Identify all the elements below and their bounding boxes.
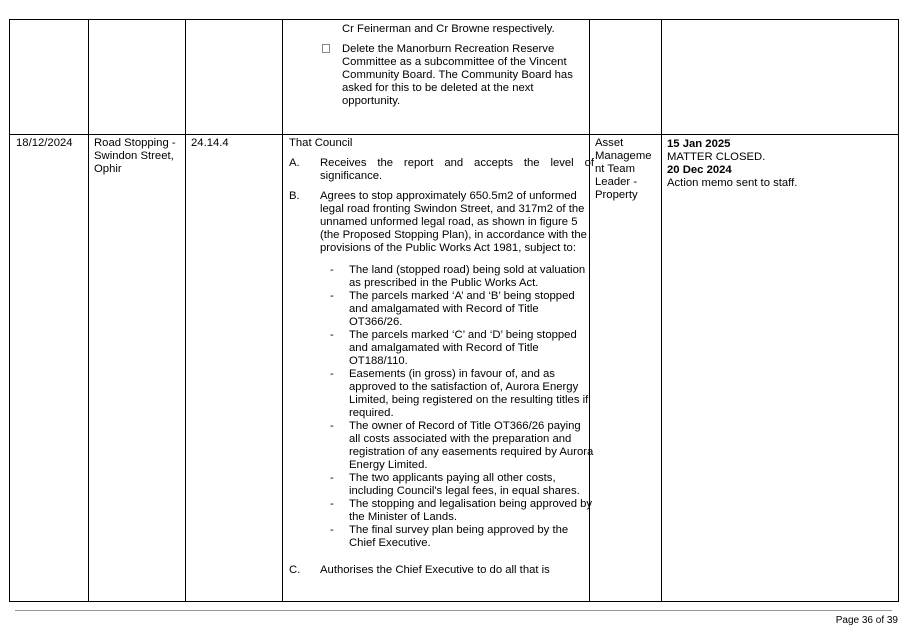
column-divider — [282, 20, 283, 601]
paragraph-letter: A. — [289, 157, 300, 169]
bullet-text: Delete the Manorburn Recreation Reserve … — [342, 43, 573, 107]
paragraph-c: C. Authorises the Chief Executive to do … — [289, 564, 594, 577]
resolution-text: That Council A. Receives the report and … — [289, 137, 594, 577]
list-item: -The owner of Record of Title OT366/26 p… — [330, 420, 594, 471]
update-note: MATTER CLOSED. — [667, 151, 766, 163]
previous-row-resolution: Cr Feinerman and Cr Browne respectively.… — [289, 23, 594, 108]
item-reference: 24.14.4 — [191, 137, 229, 149]
meeting-date: 18/12/2024 — [16, 137, 73, 149]
actions-table: Cr Feinerman and Cr Browne respectively.… — [9, 19, 899, 602]
checkbox-bullet-icon — [322, 44, 330, 53]
paragraph-text: Authorises the Chief Executive to do all… — [320, 564, 550, 576]
list-item: -The stopping and legalisation being app… — [330, 498, 593, 523]
bullet-item: Delete the Manorburn Recreation Reserve … — [289, 43, 594, 108]
column-divider — [88, 20, 89, 601]
list-item: -The parcels marked ‘A’ and ‘B’ being st… — [330, 290, 575, 328]
continuation-text: Cr Feinerman and Cr Browne respectively. — [342, 23, 555, 35]
update-date: 20 Dec 2024 — [667, 164, 732, 176]
row-divider — [10, 134, 898, 135]
list-item: -The land (stopped road) being sold at v… — [330, 264, 586, 289]
responsible-officer: Asset Manageme nt Team Leader - Property — [595, 137, 652, 201]
update-note: Action memo sent to staff. — [667, 177, 798, 189]
paragraph-a: A. Receives the report and accepts the l… — [289, 157, 594, 183]
list-item: -Easements (in gross) in favour of, and … — [330, 368, 589, 419]
paragraph-letter: C. — [289, 564, 301, 576]
update-date: 15 Jan 2025 — [667, 138, 731, 150]
status-updates: 15 Jan 2025 MATTER CLOSED. 20 Dec 2024 A… — [667, 138, 892, 190]
item-title: Road Stopping - Swindon Street, Ophir — [94, 137, 176, 175]
resolution-intro: That Council — [289, 137, 353, 149]
column-divider — [185, 20, 186, 601]
page-number: Page 36 of 39 — [835, 615, 898, 626]
paragraph-text: Receives the report and accepts the leve… — [320, 157, 594, 182]
column-divider — [661, 20, 662, 601]
conditions-list: -The land (stopped road) being sold at v… — [289, 264, 594, 550]
paragraph-text: Agrees to stop approximately 650.5m2 of … — [320, 190, 587, 254]
column-divider — [589, 20, 590, 601]
footer-divider — [15, 610, 892, 611]
paragraph-b: B. Agrees to stop approximately 650.5m2 … — [289, 190, 594, 255]
paragraph-letter: B. — [289, 190, 300, 202]
list-item: -The final survey plan being approved by… — [330, 524, 569, 549]
list-item: -The two applicants paying all other cos… — [330, 472, 580, 497]
list-item: -The parcels marked ‘C’ and ‘D’ being st… — [330, 329, 577, 367]
